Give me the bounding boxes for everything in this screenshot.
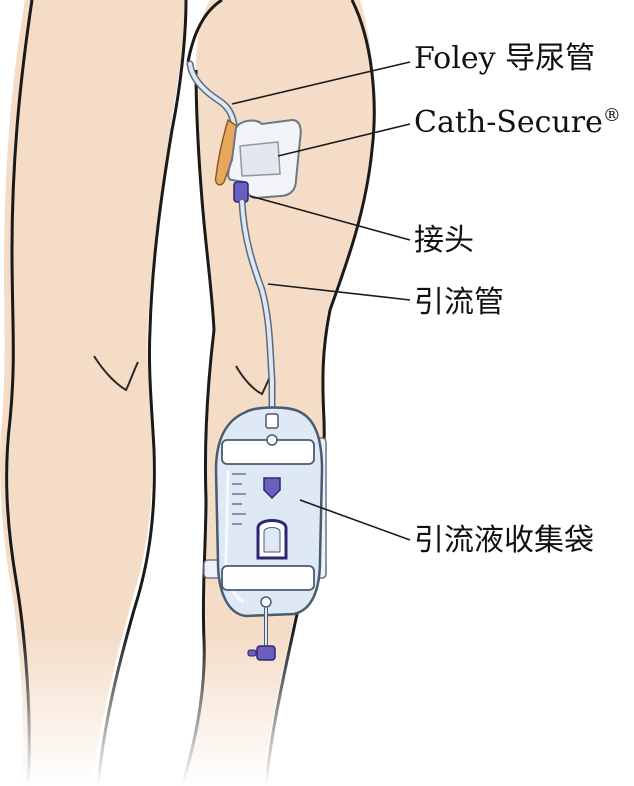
label-connector: 接头 <box>414 226 474 256</box>
label-foley-catheter: Foley 导尿管 <box>414 44 595 74</box>
bag-inlet <box>266 414 278 428</box>
label-cath-secure: Cath-Secure® <box>414 108 621 138</box>
label-drainage-bag-text: 引流液收集袋 <box>414 523 594 558</box>
bag-inlet-port <box>267 435 277 445</box>
label-connector-text: 接头 <box>414 223 474 258</box>
label-drainage-bag: 引流液收集袋 <box>414 526 594 556</box>
cath-secure-inner <box>240 142 280 176</box>
label-cath-secure-text: Cath-Secure <box>414 105 603 140</box>
registered-mark: ® <box>603 105 621 126</box>
bag-hanger-window <box>264 528 280 553</box>
bag-outlet-port <box>261 597 271 607</box>
label-foley-text: Foley 导尿管 <box>414 41 595 76</box>
outlet-cap-tab <box>248 650 256 656</box>
outlet-cap <box>257 646 275 660</box>
bag-lower-strap <box>222 566 314 590</box>
label-drainage-tube: 引流管 <box>414 288 504 318</box>
label-drainage-tube-text: 引流管 <box>414 285 504 320</box>
